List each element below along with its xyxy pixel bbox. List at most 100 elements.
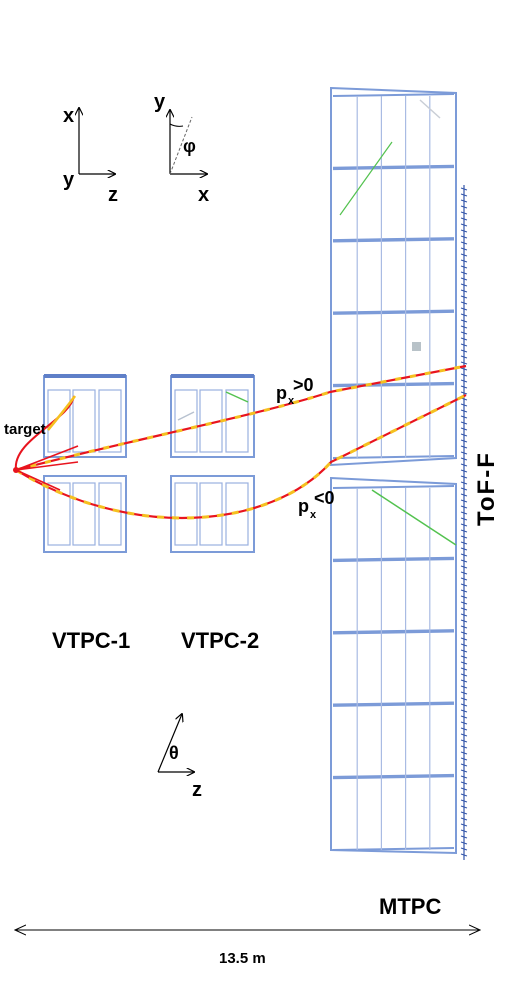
tof-f-segment [460, 655, 468, 659]
tof-f-segment [460, 457, 468, 461]
mtpc-noise-track [419, 99, 441, 119]
tof-f-segment [460, 685, 468, 689]
mtpc-upper-row-divider [332, 164, 455, 171]
tof-f-segment [460, 667, 468, 671]
track-px-positive-hits [15, 364, 467, 472]
tof-f-segment [460, 277, 468, 281]
tof-f-segment [460, 835, 468, 839]
tof-f-segment [460, 565, 468, 569]
mtpc-upper-row-divider [332, 237, 455, 243]
tof-f-segment [460, 511, 468, 515]
tof-f-segment [460, 775, 468, 779]
tof-f-segment [460, 817, 468, 821]
tof-f-segment [460, 649, 468, 653]
tof-f-segment [460, 475, 468, 479]
tof-f-segment [460, 541, 468, 545]
mtpc-lower-row-divider [332, 773, 455, 780]
tof-f-segment [460, 409, 468, 413]
tof-f-segment [460, 625, 468, 629]
track-bundle [15, 469, 61, 491]
tof-f-segment [460, 847, 468, 851]
tof-f-segment [460, 469, 468, 473]
phi-label: φ [183, 136, 196, 156]
mtpc-noise-track [339, 141, 393, 216]
tof-f-segment [460, 631, 468, 635]
tof-f-segment [460, 637, 468, 641]
tof-f-segment [460, 793, 468, 797]
tof-f-segment [460, 553, 468, 557]
tof-f-segment [460, 613, 468, 617]
tof-f-segment [460, 337, 468, 341]
tof-f-segment [460, 679, 468, 683]
tof-f-segment [460, 763, 468, 767]
track-px-positive [15, 364, 467, 472]
tof-f-segment [460, 451, 468, 455]
tof-f-segment [460, 499, 468, 503]
tof-f-segment [460, 325, 468, 329]
phi-arc [169, 123, 184, 127]
target-label: target [4, 421, 46, 438]
axes-theta: θ z [157, 714, 202, 801]
tof-f-segment [460, 265, 468, 269]
tof-f-segment [460, 367, 468, 371]
tof-f-segment [460, 805, 468, 809]
tof-f-segment [460, 253, 468, 257]
px-positive-label: p x >0 [276, 375, 314, 407]
tof-f-segment [460, 385, 468, 389]
tof-f-segment [460, 355, 468, 359]
tof-f-segment [460, 205, 468, 209]
mtpc-upper-row-divider [332, 93, 455, 97]
tof-f-segment [460, 481, 468, 485]
distance-scale: 13.5 m [15, 930, 480, 967]
tof-f-segment [460, 853, 468, 857]
tof-f-segment [460, 445, 468, 449]
mtpc-label: MTPC [379, 894, 441, 919]
tof-f-segment [460, 487, 468, 491]
tof-f-segment [460, 193, 468, 197]
tof-f-segment [460, 799, 468, 803]
tof-f-segment [460, 571, 468, 575]
px-negative-p: p [298, 496, 309, 516]
tof-f-segment [460, 703, 468, 707]
axis-x-label-2: x [198, 184, 209, 206]
tof-f-segment [460, 373, 468, 377]
tof-f-segment [460, 715, 468, 719]
mtpc-lower-row-divider [332, 556, 455, 563]
tof-f-wall [460, 185, 468, 860]
tof-f-segment [460, 721, 468, 725]
tof-f-segment [460, 691, 468, 695]
tof-f-segment [460, 811, 468, 815]
tof-f-segment [460, 733, 468, 737]
tof-f-segment [460, 403, 468, 407]
tof-f-segment [460, 823, 468, 827]
axis-z-label: z [108, 184, 118, 206]
tof-f-segment [460, 295, 468, 299]
tof-f-segment [460, 433, 468, 437]
tof-f-segment [460, 739, 468, 743]
tof-f-segment [460, 781, 468, 785]
track-bundle [15, 461, 79, 471]
tof-f-segment [460, 427, 468, 431]
tof-f-segment [460, 343, 468, 347]
tof-f-segment [460, 313, 468, 317]
mtpc-upper-row-divider [332, 309, 455, 315]
tof-f-segment [460, 307, 468, 311]
track-bundle [15, 445, 79, 471]
tof-f-segment [460, 187, 468, 191]
tof-f-segment [460, 595, 468, 599]
axes-yx: y φ x [154, 91, 209, 206]
tof-f-segment [460, 673, 468, 677]
tof-f-segment [460, 199, 468, 203]
tof-f-segment [460, 751, 468, 755]
tof-f-segment [460, 229, 468, 233]
tof-f-segment [460, 217, 468, 221]
tof-f-segment [460, 247, 468, 251]
tof-f-segment [460, 757, 468, 761]
px-negative-sub: x [310, 509, 317, 521]
tof-f-segment [460, 745, 468, 749]
mtpc-upper-row-divider [332, 455, 455, 459]
axis-x-label: x [63, 105, 74, 127]
theta-z-label: z [192, 779, 202, 801]
px-positive-sub: x [288, 395, 295, 407]
track-short-hits [47, 395, 77, 431]
